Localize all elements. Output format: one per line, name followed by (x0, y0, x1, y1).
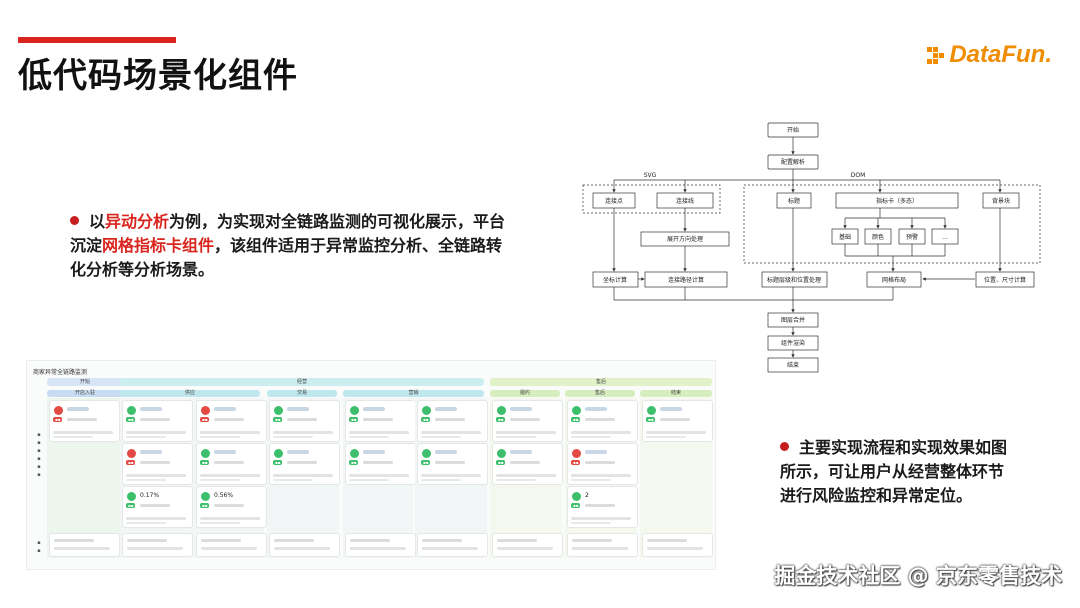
stage-start: 开始 (47, 378, 123, 386)
substage-marketing: 营销 (343, 390, 484, 397)
flow-ellipsis: ... (942, 234, 948, 241)
metric-value: 0.17% (140, 492, 160, 499)
flow-connect-line: 连接线 (676, 197, 694, 205)
bullet1-part1: 以 (89, 212, 106, 231)
logo-dots-icon (927, 45, 947, 65)
flow-end: 结束 (787, 361, 799, 369)
flow-line-direction: 展开方向处理 (667, 235, 703, 243)
metric-card[interactable]: ▪▪ (642, 400, 713, 442)
summary-card[interactable] (492, 533, 563, 557)
metric-card[interactable]: ▪▪ (417, 443, 488, 485)
datafun-logo: DataFun. (927, 41, 1052, 69)
grid-column: ▪▪ ▪▪ ▪▪0.56% (194, 398, 267, 558)
metric-card[interactable]: ▪▪ (492, 443, 563, 485)
stage-operation: 经营 (120, 378, 484, 386)
summary-card[interactable] (642, 533, 713, 557)
flow-start: 开始 (787, 126, 799, 134)
dom-group-box (743, 184, 1041, 264)
flow-pos-size: 位置、尺寸计算 (984, 276, 1026, 284)
bullet1-highlight2: 网格指标卡组件 (102, 236, 215, 255)
summary-card[interactable] (269, 533, 340, 557)
metric-card[interactable]: ▪▪ (345, 400, 416, 442)
summary-card[interactable] (122, 533, 193, 557)
summary-card[interactable] (49, 533, 120, 557)
flow-dom-group: DOM (851, 172, 866, 179)
summary-card[interactable] (345, 533, 416, 557)
bullet2-text: 主要实现流程和实现效果如图所示，可让用户从经营整体环节进行风险监控和异常定位。 (780, 438, 1008, 505)
metric-card[interactable]: ▪▪ (122, 400, 193, 442)
grid-column: ▪▪ ▪▪ ▪▪2 (565, 398, 638, 558)
title-accent-bar (18, 37, 176, 43)
flow-grid-layout: 网格布局 (882, 276, 906, 284)
flow-title: 标题 (788, 197, 800, 205)
dashboard-preview: 商家异常全链路监测 开始 经营 售后 开店入驻 供应 交易 营销 履约 售后 结… (26, 360, 716, 570)
bullet-intro: 以异动分析为例，为实现对全链路监测的可视化展示，平台沉淀网格指标卡组件，该组件适… (70, 210, 510, 282)
metric-card[interactable]: ▪▪ (49, 400, 120, 442)
substage-fulfill: 履约 (490, 390, 560, 397)
metric-card[interactable]: ▪▪ (196, 400, 267, 442)
flow-connect-point: 连接点 (605, 197, 623, 205)
grid-column: ▪▪ ▪▪ ▪▪0.17% (120, 398, 194, 558)
flow-path-calc: 连接路径计算 (668, 276, 704, 284)
metric-card[interactable]: ▪▪ (492, 400, 563, 442)
stage-after-sale: 售后 (490, 378, 712, 386)
flow-title-level: 标题层级和位置处理 (767, 276, 821, 284)
metric-card[interactable]: ▪▪ (567, 400, 638, 442)
row-header-2: ▪▪ (37, 540, 41, 554)
grid-column: ▪▪ ▪▪ (415, 398, 488, 558)
flow-coord-calc: 坐标计算 (603, 276, 627, 284)
substage-end: 结束 (640, 390, 712, 397)
flowchart-diagram: 开始 配置解析 SVG DOM 连接点 连接线 展开方向处理 坐标计算 连接路径… (582, 122, 1041, 373)
flow-layer-merge: 图层合并 (781, 316, 805, 324)
flow-config: 配置解析 (781, 158, 805, 166)
metric-card[interactable]: ▪▪ (345, 443, 416, 485)
grid-column: ▪▪ ▪▪ (490, 398, 563, 558)
metric-card[interactable]: ▪▪0.56% (196, 486, 267, 528)
summary-card[interactable] (417, 533, 488, 557)
flow-warning: 预警 (906, 233, 918, 241)
row-header-1: ▪▪▪▪▪▪ (37, 432, 41, 478)
substage-aftersale: 售后 (565, 390, 635, 397)
substage-onboard: 开店入驻 (47, 390, 123, 397)
grid-column: ▪▪ ▪▪ (267, 398, 340, 558)
flow-svg-group: SVG (644, 172, 657, 179)
metric-value: 0.56% (214, 492, 234, 499)
grid-column: ▪▪ ▪▪ (343, 398, 416, 558)
bullet1-highlight1: 异动分析 (105, 212, 170, 231)
bullet1-part3: ，该组件适用于异常监控分析、全链路转化分析等分析场景。 (70, 236, 503, 279)
bullet-dot-icon (780, 442, 789, 451)
flow-color: 颜色 (872, 233, 884, 241)
metric-card[interactable]: ▪▪ (122, 443, 193, 485)
flow-basic: 基础 (839, 233, 851, 241)
grid-column: ▪▪ (640, 398, 713, 558)
substage-trade: 交易 (267, 390, 337, 397)
flow-render: 组件渲染 (781, 339, 805, 347)
page-title: 低代码场景化组件 (18, 56, 298, 96)
substage-supply: 供应 (120, 390, 260, 397)
metric-card[interactable]: ▪▪ (567, 443, 638, 485)
watermark: 掘金技术社区 @ 京东零售技术 (774, 564, 1062, 588)
metric-card[interactable]: ▪▪ (269, 400, 340, 442)
grid-column: ▪▪ (47, 398, 123, 558)
metric-card[interactable]: ▪▪2 (567, 486, 638, 528)
bullet1-part2: 为例，为实现对全链路监测的可视化展示，平台沉淀 (70, 212, 506, 255)
flow-metric-card: 指标卡（多态） (876, 197, 918, 205)
dashboard-title: 商家异常全链路监测 (33, 369, 88, 376)
summary-card[interactable] (196, 533, 267, 557)
bullet-dot-icon (70, 216, 79, 225)
metric-card[interactable]: ▪▪ (269, 443, 340, 485)
metric-card[interactable]: ▪▪ (196, 443, 267, 485)
logo-text: DataFun. (949, 41, 1052, 68)
metric-value: 2 (585, 492, 589, 499)
svg-group-box (582, 184, 721, 214)
metric-card[interactable]: ▪▪ (417, 400, 488, 442)
metric-card[interactable]: ▪▪0.17% (122, 486, 193, 528)
summary-card[interactable] (567, 533, 638, 557)
bullet-summary: 主要实现流程和实现效果如图所示，可让用户从经营整体环节进行风险监控和异常定位。 (780, 436, 1010, 508)
flow-background: 背景块 (992, 197, 1010, 205)
